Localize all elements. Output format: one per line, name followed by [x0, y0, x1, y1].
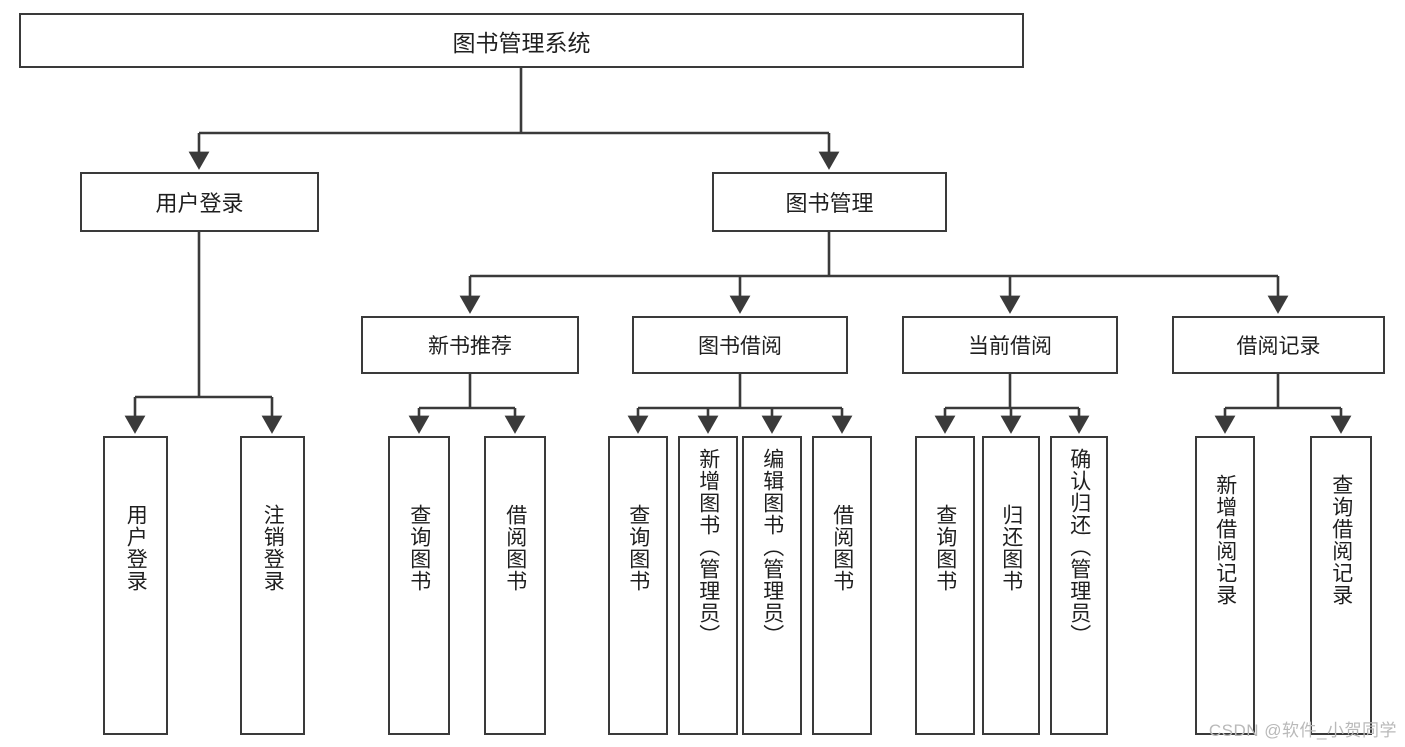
- leaf-return-book-label: 归还图书: [999, 504, 1023, 592]
- leaf-search-book-current[interactable]: 查询图书: [915, 436, 975, 735]
- leaf-logout[interactable]: 注销登录: [240, 436, 305, 735]
- leaf-search-book-borrow[interactable]: 查询图书: [608, 436, 668, 735]
- node-book-borrow-label: 图书借阅: [698, 335, 782, 358]
- leaf-edit-book-admin-label: 编辑图书（管理员）: [760, 448, 784, 646]
- node-borrow-records-label: 借阅记录: [1236, 335, 1321, 358]
- leaf-search-book-recommend-label: 查询图书: [407, 504, 431, 592]
- leaf-borrow-book-label: 借阅图书: [830, 504, 854, 592]
- node-root[interactable]: 图书管理系统: [19, 13, 1024, 68]
- leaf-search-book-borrow-label: 查询图书: [626, 504, 650, 592]
- leaf-search-book-recommend[interactable]: 查询图书: [388, 436, 450, 735]
- leaf-edit-book-admin[interactable]: 编辑图书（管理员）: [742, 436, 802, 735]
- leaf-add-borrow-record[interactable]: 新增借阅记录: [1195, 436, 1255, 735]
- leaf-add-book-admin[interactable]: 新增图书（管理员）: [678, 436, 738, 735]
- node-current-borrow[interactable]: 当前借阅: [902, 316, 1118, 374]
- node-new-book-recommend-label: 新书推荐: [428, 335, 512, 358]
- leaf-add-borrow-record-label: 新增借阅记录: [1213, 474, 1237, 606]
- node-current-borrow-label: 当前借阅: [968, 335, 1052, 358]
- leaf-user-login-label: 用户登录: [124, 504, 148, 592]
- node-user-login-label: 用户登录: [155, 191, 244, 216]
- leaf-borrow-book-recommend[interactable]: 借阅图书: [484, 436, 546, 735]
- leaf-borrow-book[interactable]: 借阅图书: [812, 436, 872, 735]
- leaf-confirm-return-admin[interactable]: 确认归还（管理员）: [1050, 436, 1108, 735]
- leaf-borrow-book-recommend-label: 借阅图书: [503, 504, 527, 592]
- node-book-borrow[interactable]: 图书借阅: [632, 316, 848, 374]
- node-book-management[interactable]: 图书管理: [712, 172, 947, 232]
- node-borrow-records[interactable]: 借阅记录: [1172, 316, 1385, 374]
- leaf-add-book-admin-label: 新增图书（管理员）: [696, 448, 720, 646]
- node-book-management-label: 图书管理: [785, 191, 874, 216]
- node-new-book-recommend[interactable]: 新书推荐: [361, 316, 579, 374]
- leaf-logout-label: 注销登录: [261, 504, 285, 592]
- leaf-search-book-current-label: 查询图书: [933, 504, 957, 592]
- node-root-label: 图书管理系统: [452, 29, 591, 56]
- node-user-login[interactable]: 用户登录: [80, 172, 319, 232]
- leaf-return-book[interactable]: 归还图书: [982, 436, 1040, 735]
- leaf-search-borrow-record[interactable]: 查询借阅记录: [1310, 436, 1372, 735]
- leaf-user-login[interactable]: 用户登录: [103, 436, 168, 735]
- leaf-search-borrow-record-label: 查询借阅记录: [1329, 474, 1353, 606]
- leaf-confirm-return-admin-label: 确认归还（管理员）: [1067, 448, 1091, 646]
